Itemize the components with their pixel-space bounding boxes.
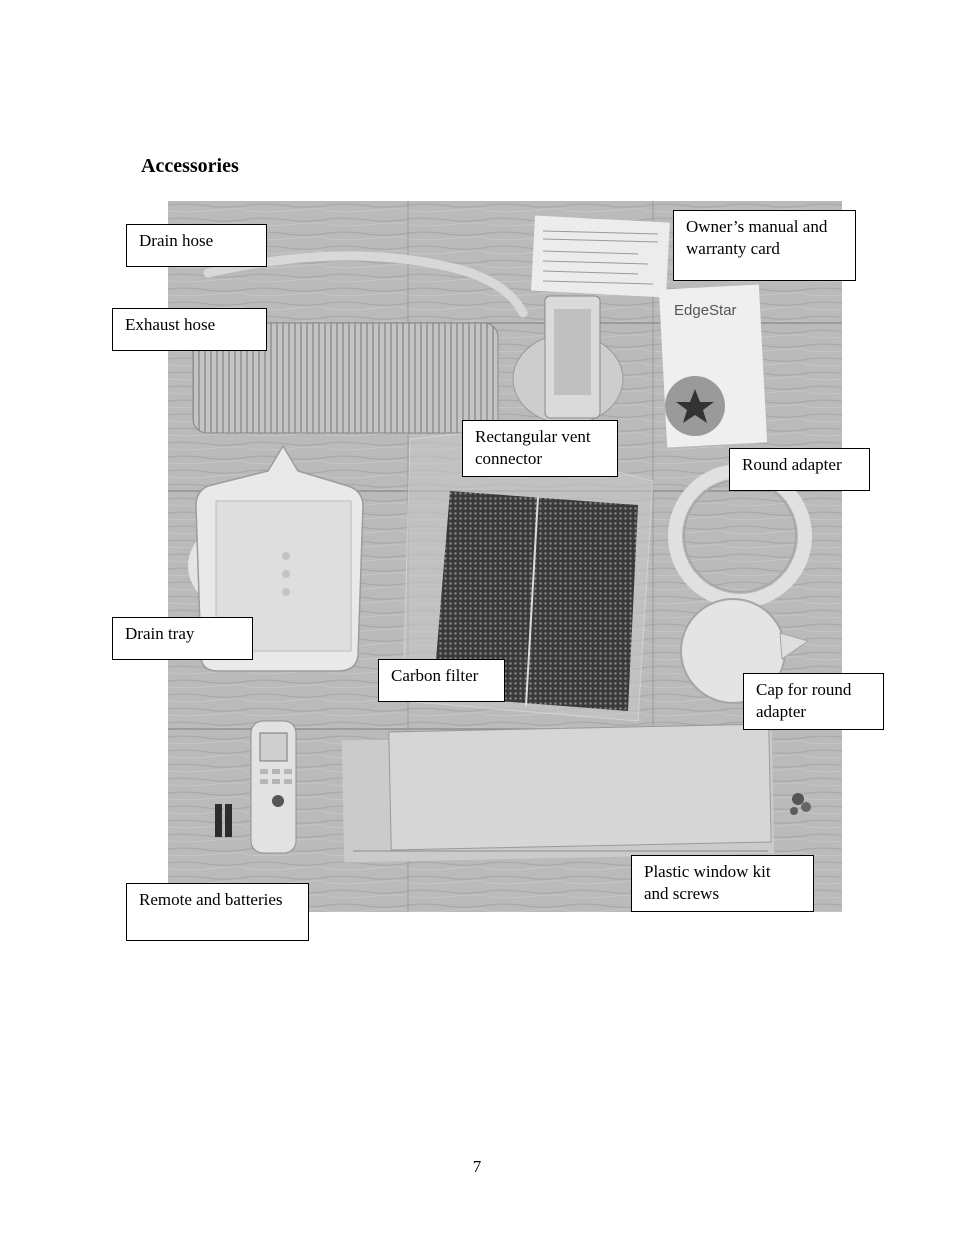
label-remote-and-batteries: Remote and batteries: [126, 883, 309, 941]
page-number: 7: [472, 1157, 482, 1176]
label-plastic-window-kit: Plastic window kit and screws: [631, 855, 814, 912]
section-heading: Accessories: [141, 155, 239, 177]
label-rectangular-vent-connector: Rectangular vent connector: [462, 420, 618, 477]
accessories-photo: EdgeStar: [168, 201, 842, 912]
exhaust-hose-image: [192, 322, 499, 434]
screws-image: [790, 793, 811, 815]
carbon-filter-image: [433, 491, 638, 711]
label-exhaust-hose: Exhaust hose: [112, 308, 267, 351]
batteries-image: [215, 804, 232, 837]
label-carbon-filter: Carbon filter: [378, 659, 505, 702]
drain-hose-image: [203, 251, 528, 318]
label-drain-tray: Drain tray: [112, 617, 253, 660]
label-cap-for-round-adapter: Cap for round adapter: [743, 673, 884, 730]
warranty-card-image: [531, 215, 670, 298]
window-kit-image: [341, 723, 775, 863]
svg-text:EdgeStar: EdgeStar: [674, 302, 737, 319]
rect-vent-connector-image: [512, 295, 624, 425]
label-owners-manual: Owner’s manual and warranty card: [673, 210, 856, 281]
label-round-adapter: Round adapter: [729, 448, 870, 491]
owners-manual-image: EdgeStar: [658, 284, 768, 448]
remote-control-image: [250, 720, 297, 854]
label-drain-hose: Drain hose: [126, 224, 267, 267]
